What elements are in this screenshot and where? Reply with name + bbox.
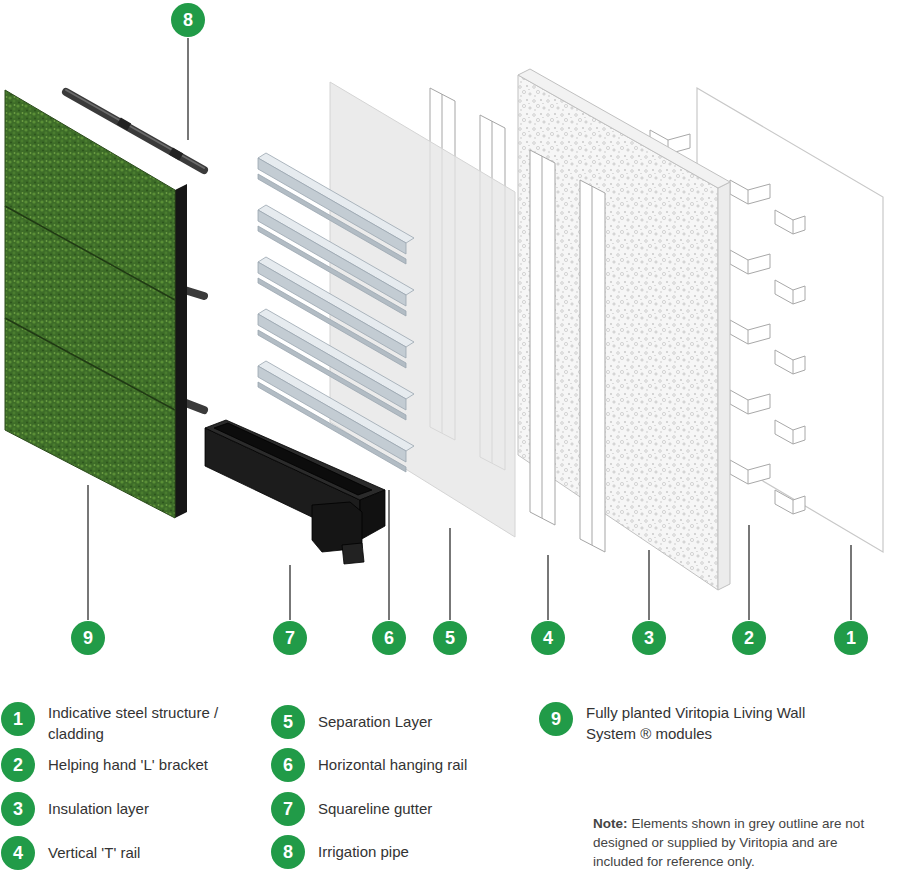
- callout-number: 1: [1, 702, 35, 736]
- callout-number: 3: [632, 621, 666, 655]
- callout-number: 4: [531, 621, 565, 655]
- planted-modules: [5, 90, 187, 518]
- key-description: Squareline gutter: [318, 798, 533, 819]
- callout-number: 4: [1, 836, 35, 870]
- key-item: 3Insulation layer: [1, 792, 35, 826]
- callout-number: 4: [531, 621, 565, 655]
- key-description: Vertical 'T' rail: [48, 842, 278, 863]
- key-item: 6Horizontal hanging rail: [271, 748, 305, 782]
- callout-number: 7: [271, 792, 305, 826]
- callout-number: 5: [433, 621, 467, 655]
- gutter: [205, 420, 385, 564]
- callout-number: 1: [834, 621, 868, 655]
- key-description: Indicative steel structure / cladding: [48, 702, 263, 744]
- callout-number: 2: [732, 621, 766, 655]
- key-description: Helping hand 'L' bracket: [48, 754, 278, 775]
- callout-number: 7: [273, 621, 307, 655]
- callout-number: 6: [271, 748, 305, 782]
- callout-number: 7: [273, 621, 307, 655]
- key-item: 9Fully planted Viritopia Living Wall Sys…: [539, 702, 573, 736]
- key-description: Fully planted Viritopia Living Wall Syst…: [586, 702, 821, 744]
- callout-number: 3: [632, 621, 666, 655]
- callout-number: 5: [271, 705, 305, 739]
- callout-number: 9: [71, 621, 105, 655]
- callout-number: 8: [171, 3, 205, 37]
- callout-number: 8: [171, 3, 205, 37]
- key-description: Insulation layer: [48, 798, 278, 819]
- note: Note:Elements shown in grey outline are …: [593, 814, 878, 870]
- hanging-rails: [258, 153, 414, 472]
- callout-number: 2: [1, 748, 35, 782]
- callout-number: 1: [834, 621, 868, 655]
- key-item: 5Separation Layer: [271, 705, 305, 739]
- callout-number: 3: [1, 792, 35, 826]
- callout-number: 9: [71, 621, 105, 655]
- key-item: 7Squareline gutter: [271, 792, 305, 826]
- callout-number: 6: [372, 621, 406, 655]
- key-item: 1Indicative steel structure / cladding: [1, 702, 35, 736]
- callout-number: 2: [732, 621, 766, 655]
- key-item: 8Irrigation pipe: [271, 835, 305, 869]
- callout-number: 6: [372, 621, 406, 655]
- key-description: Separation Layer: [318, 711, 533, 732]
- insulation-panel: [518, 69, 730, 590]
- callout-number: 5: [433, 621, 467, 655]
- note-text: Elements shown in grey outline are not d…: [593, 816, 864, 869]
- callout-number: 8: [271, 835, 305, 869]
- key-description: Horizontal hanging rail: [318, 754, 533, 775]
- note-heading: Note:: [593, 816, 628, 831]
- callout-number: 9: [539, 702, 573, 736]
- key-description: Irrigation pipe: [318, 841, 533, 862]
- key-item: 4Vertical 'T' rail: [1, 836, 35, 870]
- key-item: 2Helping hand 'L' bracket: [1, 748, 35, 782]
